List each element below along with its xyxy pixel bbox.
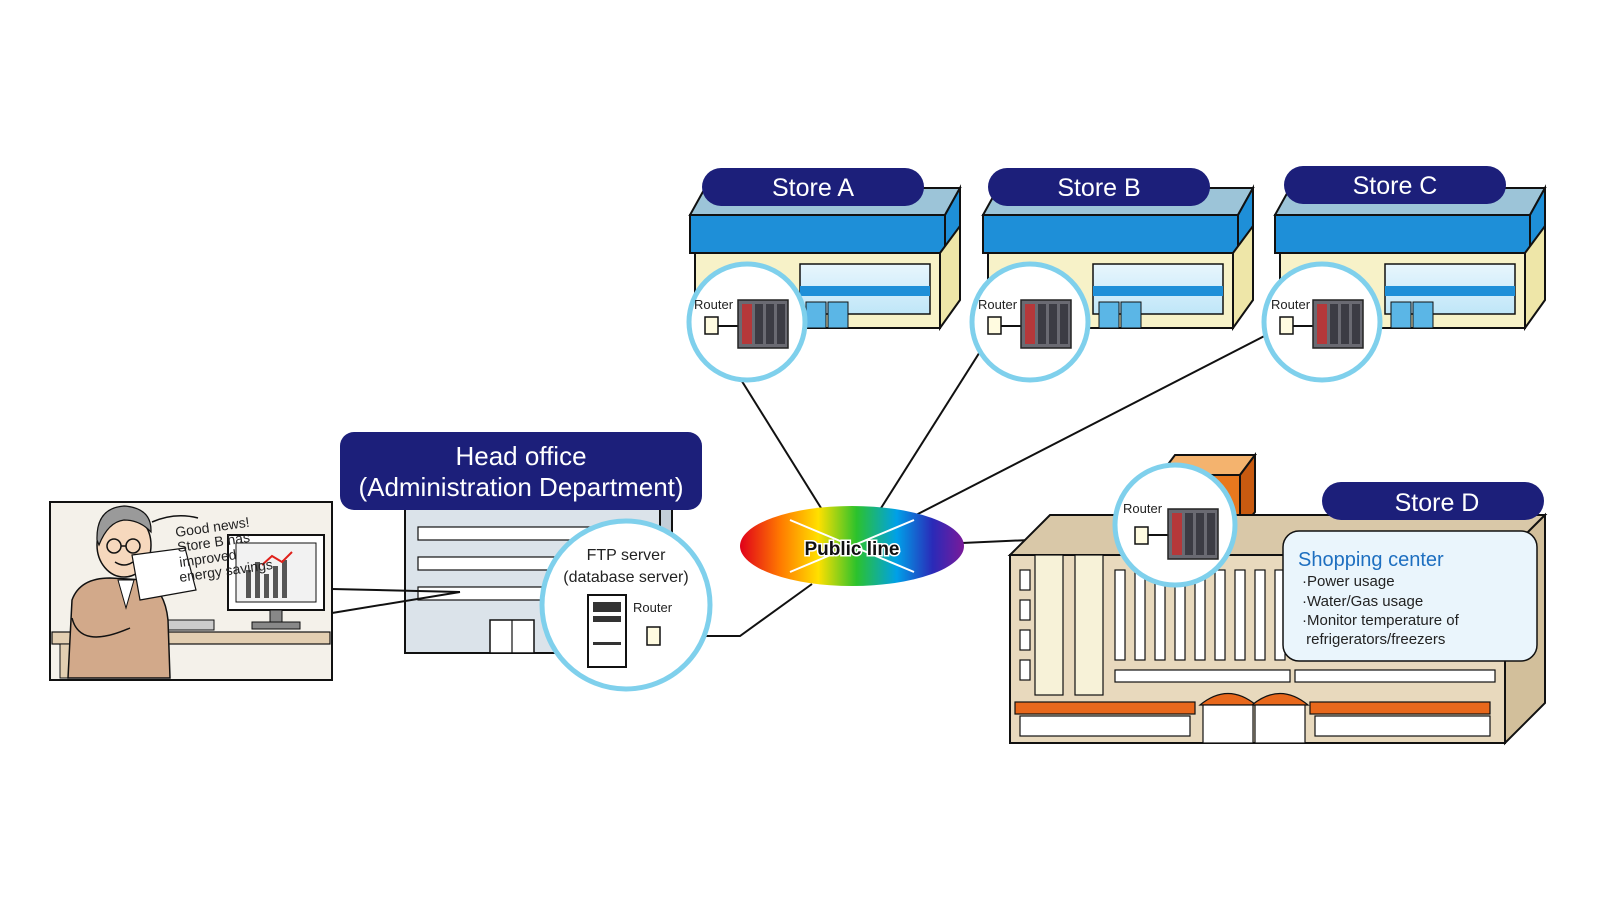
- mall-entrance: [1019, 704, 1491, 744]
- awning-right: [1309, 701, 1491, 715]
- public-line: Public line: [740, 506, 964, 586]
- head-office-building: FTP server (database server) Router Head…: [331, 432, 713, 692]
- shopping-center-item-2: ·Water/Gas usage: [1302, 593, 1423, 610]
- link-store-b: [875, 327, 996, 517]
- plc-controller-icon: [1167, 508, 1219, 560]
- head-office-router-label: Router: [633, 600, 673, 615]
- store-b-router-label: Router: [978, 297, 1018, 312]
- shopping-center-item-1: ·Power usage: [1302, 573, 1395, 590]
- store-a-name: Store A: [772, 174, 854, 202]
- store-b-label: [988, 168, 1210, 206]
- mall-windows: [1019, 554, 1496, 696]
- awning-left: [1014, 701, 1196, 715]
- shopping-center-item-3: ·Monitor temperature of: [1302, 612, 1460, 629]
- administrator-illustration: Good news! Store B has improved energy s…: [49, 501, 333, 681]
- ftp-server-sublabel: (database server): [563, 569, 688, 586]
- head-office-subtitle: (Administration Department): [358, 472, 683, 502]
- plc-controller-icon: [737, 299, 789, 349]
- link-store-c: [913, 327, 1281, 517]
- ftp-server-label: FTP server: [587, 547, 667, 564]
- public-line-label: Public line: [804, 539, 899, 560]
- store-a-router-label: Router: [694, 297, 734, 312]
- store-a: Router Store A: [686, 168, 962, 383]
- shopping-center-info-box: [1282, 530, 1538, 662]
- server-icon: [587, 594, 627, 668]
- shopping-center-title: Shopping center: [1298, 549, 1444, 571]
- store-d-label: [1322, 482, 1544, 520]
- plc-controller-icon: [1020, 299, 1072, 349]
- store-c-label: [1284, 166, 1506, 204]
- store-d-router-label: Router: [1123, 501, 1163, 516]
- monitor-icon: [227, 534, 325, 630]
- head-office-label: [340, 432, 702, 510]
- store-c-name: Store C: [1353, 172, 1438, 200]
- store-d-name: Store D: [1395, 489, 1480, 517]
- speech-line-3: improved: [178, 546, 237, 570]
- store-b-name: Store B: [1057, 174, 1140, 202]
- store-c-router-label: Router: [1271, 297, 1311, 312]
- head-office-title: Head office: [455, 441, 586, 471]
- store-c: Router Store C: [1261, 166, 1547, 383]
- shopping-center-item-4: refrigerators/freezers: [1302, 631, 1445, 648]
- store-d: Router Store D Shopping center ·Power us…: [1007, 452, 1548, 746]
- store-b: Router Store B: [969, 168, 1255, 383]
- plc-controller-icon: [1312, 299, 1364, 349]
- store-a-label: [702, 168, 924, 206]
